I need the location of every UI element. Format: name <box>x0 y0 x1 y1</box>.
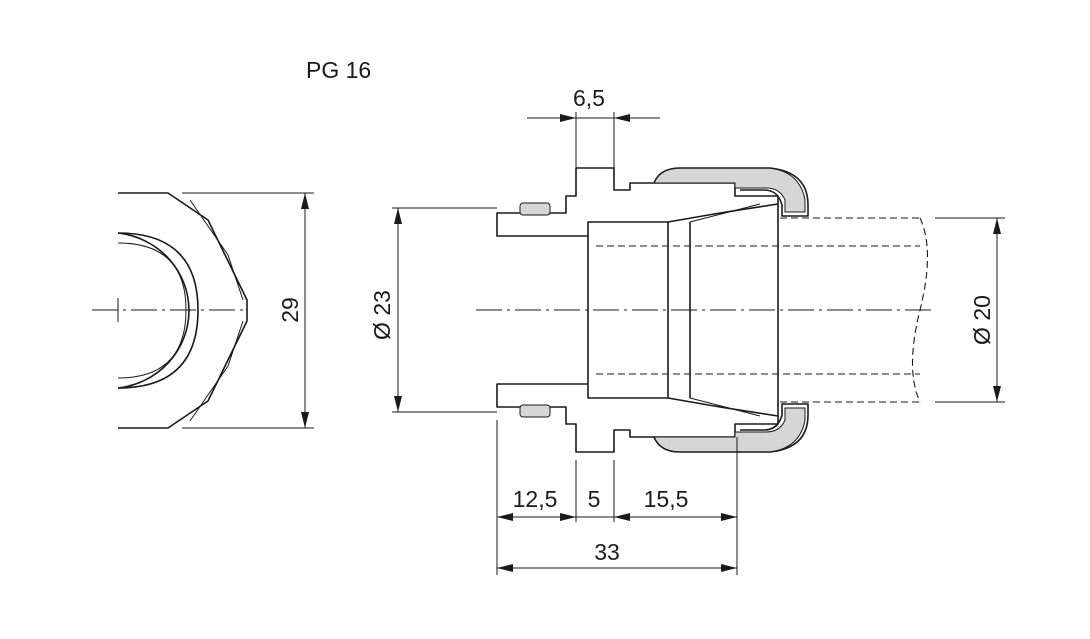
section-view: 6,5 Ø 23 Ø 20 12,5 5 15,5 33 <box>369 85 1005 575</box>
dim-cable-diameter: Ø 20 <box>969 295 995 345</box>
drawing-title: PG 16 <box>306 57 371 83</box>
dim-flange-thickness: 5 <box>588 486 601 512</box>
dim-cap-length: 15,5 <box>644 486 689 512</box>
end-view: 29 <box>92 192 314 429</box>
dim-total-length: 33 <box>594 539 620 565</box>
dim-outer-diameter: Ø 23 <box>369 290 395 340</box>
dim-thread-length: 12,5 <box>513 486 558 512</box>
dim-flange-width: 6,5 <box>573 85 605 111</box>
dim-width-across-flats: 29 <box>277 297 303 323</box>
